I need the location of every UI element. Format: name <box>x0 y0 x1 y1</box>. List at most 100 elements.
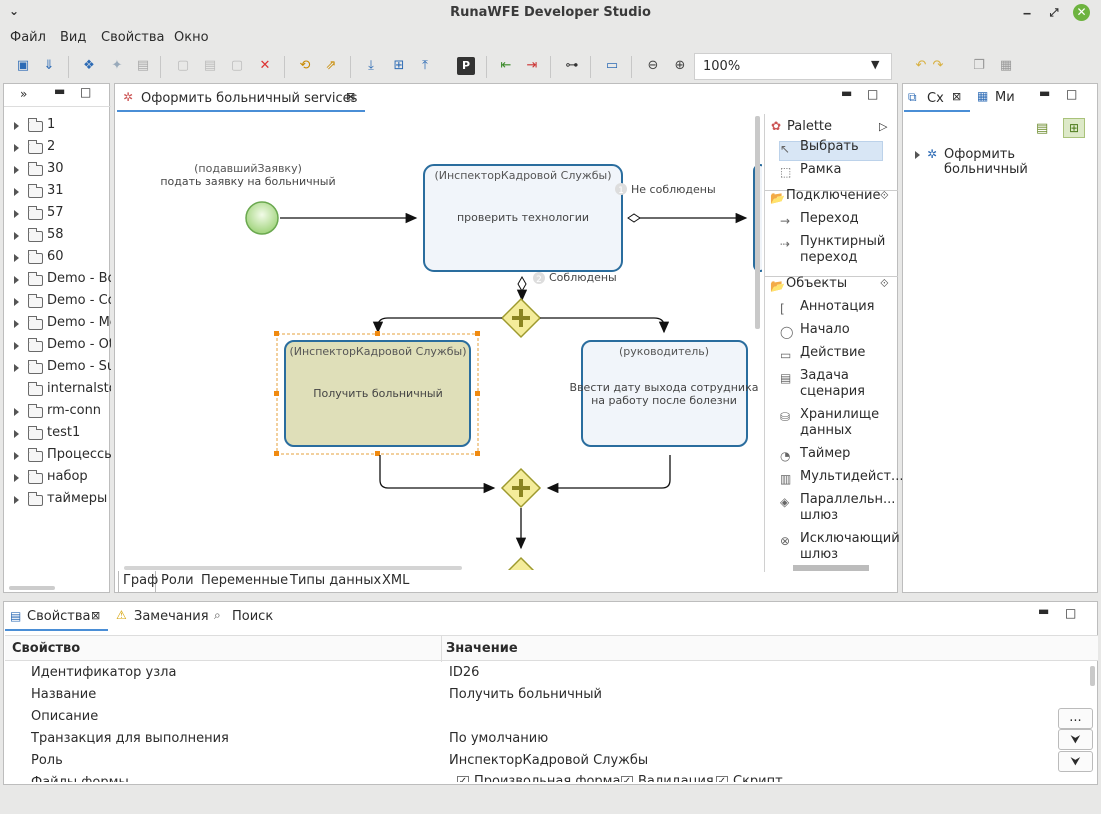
bot-station-icon[interactable]: ❖ <box>83 58 95 73</box>
maximize-icon[interactable]: □ <box>1066 87 1078 101</box>
maximize-icon[interactable]: □ <box>80 85 92 99</box>
close-tab-icon[interactable]: ⊠ <box>91 609 101 622</box>
zoom-combo[interactable]: 100% ▼ <box>694 53 892 80</box>
task-get-sick-leave[interactable] <box>274 331 480 456</box>
tree-item[interactable]: rm-conn <box>4 401 111 423</box>
flow-task3-to-join[interactable] <box>546 455 671 494</box>
expand-arrow-icon[interactable] <box>14 408 19 416</box>
flow-to-task2[interactable] <box>372 317 502 334</box>
maximize-window-button[interactable]: ⤢ <box>1049 6 1059 19</box>
flow-task2-to-join[interactable] <box>379 455 496 494</box>
import-process-icon[interactable]: ⇤ <box>500 58 512 73</box>
outline-tree-item[interactable]: ✲ Оформить больничный <box>911 146 1101 177</box>
tab-data-types[interactable]: Типы данных <box>290 573 382 588</box>
close-window-button[interactable]: ✕ <box>1073 4 1090 21</box>
edit-description-button[interactable]: ... <box>1058 708 1093 729</box>
tree-item[interactable]: test1 <box>4 423 111 445</box>
expand-arrow-icon[interactable] <box>14 298 19 306</box>
expand-arrow-icon[interactable] <box>14 276 19 284</box>
search-process-icon[interactable]: ⊶ <box>565 58 579 73</box>
p-icon[interactable]: P <box>457 57 475 75</box>
tab-xml[interactable]: XML <box>382 573 410 588</box>
parallel-gateway-split[interactable] <box>500 297 542 339</box>
vertical-scrollbar[interactable] <box>755 116 760 329</box>
tab-variables[interactable]: Переменные <box>201 573 289 588</box>
palette-collapse-icon[interactable]: ▷ <box>879 120 888 133</box>
expand-arrow-icon[interactable] <box>14 122 19 130</box>
tree-view-icon[interactable]: ⊞ <box>1063 118 1085 138</box>
expand-arrow-icon[interactable] <box>14 364 19 372</box>
refresh-icon[interactable]: ⟲ <box>299 58 311 73</box>
horizontal-scrollbar[interactable] <box>124 566 462 570</box>
tree-item[interactable]: Demo - Oth <box>4 335 111 357</box>
import-icon[interactable]: ⤓ <box>368 58 374 73</box>
tree-item[interactable]: 57 <box>4 203 111 225</box>
delete-icon[interactable]: ✕ <box>259 58 271 73</box>
menu-view[interactable]: Вид <box>60 30 87 45</box>
group-toggle-icon[interactable]: ⟐ <box>880 277 889 290</box>
tree-item[interactable]: таймеры <box>4 489 111 511</box>
group-toggle-icon[interactable]: ⟐ <box>880 189 889 202</box>
tree-item[interactable]: internalsto <box>4 379 111 401</box>
parallel-gateway-join[interactable] <box>500 467 542 509</box>
parallel-gateway-next[interactable] <box>502 556 540 570</box>
minimize-icon[interactable]: ▬ <box>1038 604 1050 618</box>
expand-arrow-icon[interactable] <box>14 430 19 438</box>
expand-arrow-icon[interactable] <box>14 474 19 482</box>
palette-scrollbar[interactable] <box>793 565 869 571</box>
form-checkbox[interactable]: ✓ <box>621 776 633 782</box>
property-row[interactable]: Описание <box>9 706 1089 728</box>
form-checkbox[interactable]: ✓ <box>457 776 469 782</box>
maximize-icon[interactable]: □ <box>1065 606 1077 620</box>
expand-arrow-icon[interactable] <box>14 210 19 218</box>
tree-item[interactable]: 1 <box>4 115 111 137</box>
new-file-icon[interactable]: ▣ <box>16 58 30 73</box>
start-event[interactable] <box>245 201 279 235</box>
expand-arrow-icon[interactable] <box>14 232 19 240</box>
task-enter-return-date[interactable] <box>581 340 748 447</box>
tree-item[interactable]: 58 <box>4 225 111 247</box>
tab-search[interactable]: Поиск <box>232 609 274 624</box>
diagram-canvas[interactable]: (подавшийЗаявку) подать заявку на больни… <box>118 112 762 570</box>
horizontal-scrollbar[interactable] <box>9 586 55 590</box>
transaction-dropdown-button[interactable]: ⮟ <box>1058 729 1093 750</box>
share-icon[interactable]: ⇗ <box>325 58 337 73</box>
task-check-technologies[interactable] <box>423 164 623 272</box>
menu-file[interactable]: Файл <box>10 30 46 45</box>
tree-item[interactable]: Demo - Me <box>4 313 111 335</box>
tree-item[interactable]: Demo - Con <box>4 291 111 313</box>
tree-item[interactable]: 30 <box>4 159 111 181</box>
expand-arrow-icon[interactable] <box>14 342 19 350</box>
tab-problems[interactable]: Замечания <box>134 609 209 624</box>
zoom-out-icon[interactable]: ⊖ <box>647 58 659 73</box>
role-dropdown-button[interactable]: ⮟ <box>1058 751 1093 772</box>
structure-icon[interactable]: ⊞ <box>393 58 405 73</box>
export-process-icon[interactable]: ⇥ <box>526 58 538 73</box>
flow-to-task3[interactable] <box>540 317 670 334</box>
outline-view-icon[interactable]: ▤ <box>1036 121 1049 136</box>
expand-arrow-icon[interactable] <box>14 496 19 504</box>
tree-item[interactable]: Demo - Bot <box>4 269 111 291</box>
minimize-icon[interactable]: ▬ <box>54 84 66 98</box>
tree-item[interactable]: 2 <box>4 137 111 159</box>
maximize-icon[interactable]: □ <box>867 87 879 101</box>
properties-icon[interactable]: ▭ <box>605 58 619 73</box>
menu-properties[interactable]: Свойства <box>101 30 165 45</box>
download-icon[interactable]: ⇓ <box>43 58 55 73</box>
property-row[interactable]: Файлы формы✓Произвольная форма✓Валидация… <box>9 772 1089 782</box>
expand-arrow-icon[interactable] <box>14 254 19 262</box>
expand-arrow-icon[interactable] <box>14 320 19 328</box>
tab-properties[interactable]: ▤ Свойства ⊠ <box>5 603 108 631</box>
tree-item[interactable]: Процессы <box>4 445 111 467</box>
window-menu-chevron-icon[interactable]: ⌄ <box>8 4 20 18</box>
expand-arrow-icon[interactable] <box>14 144 19 152</box>
tree-item[interactable]: 60 <box>4 247 111 269</box>
tab-roles[interactable]: Роли <box>161 573 194 588</box>
tab-minimap[interactable]: Ми <box>995 90 1015 105</box>
tree-item[interactable]: 31 <box>4 181 111 203</box>
minimize-icon[interactable]: ▬ <box>1039 86 1051 100</box>
